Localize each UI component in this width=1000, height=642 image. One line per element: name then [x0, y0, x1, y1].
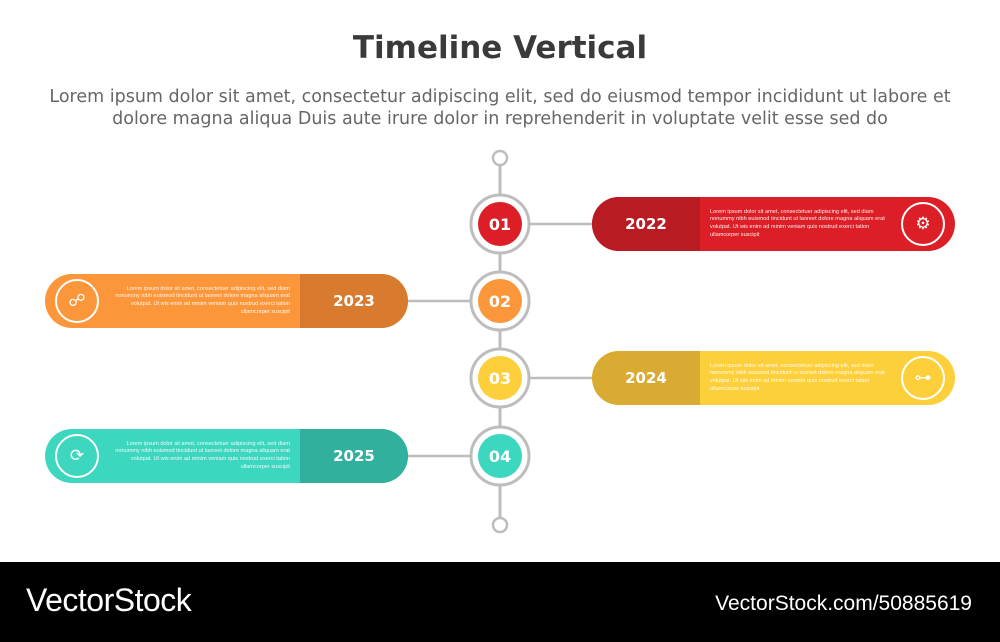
year-label: 2023	[300, 274, 408, 328]
card-description: Lorem ipsum dolor sit amet, consectetuer…	[115, 285, 290, 315]
step-number-badge: 02	[478, 279, 522, 323]
axis-end-dot	[491, 516, 509, 534]
timeline-card: 2023 Lorem ipsum dolor sit amet, consect…	[45, 274, 408, 328]
step-number-badge: 04	[478, 434, 522, 478]
card-description: Lorem ipsum dolor sit amet, consectetuer…	[115, 440, 290, 470]
gear-hand-icon: ⚙	[901, 202, 945, 246]
gear-cycle-icon: ⟳	[55, 434, 99, 478]
card-description: Lorem ipsum dolor sit amet, consectetuer…	[710, 208, 885, 238]
year-label: 2022	[592, 197, 700, 251]
timeline-card: 2025 Lorem ipsum dolor sit amet, consect…	[45, 429, 408, 483]
step-number-badge: 03	[478, 356, 522, 400]
year-label: 2025	[300, 429, 408, 483]
timeline-card: 2024 Lorem ipsum dolor sit amet, consect…	[592, 351, 955, 405]
dumbbell-icon: ⊶	[901, 356, 945, 400]
axis-start-dot	[491, 149, 509, 167]
image-reference: VectorStock.com/50885619	[715, 592, 972, 615]
page-title: Timeline Vertical	[352, 30, 648, 66]
footer: VectorStock VectorStock.com/50885619	[0, 562, 1000, 642]
card-description: Lorem ipsum dolor sit amet, consectetuer…	[710, 362, 885, 392]
year-label: 2024	[592, 351, 700, 405]
step-number-badge: 01	[478, 202, 522, 246]
subtitle: Lorem ipsum dolor sit amet, consectetur …	[49, 87, 951, 129]
network-person-icon: ☍	[55, 279, 99, 323]
timeline-card: 2022 Lorem ipsum dolor sit amet, consect…	[592, 197, 955, 251]
brand-logo: VectorStock	[26, 582, 192, 618]
